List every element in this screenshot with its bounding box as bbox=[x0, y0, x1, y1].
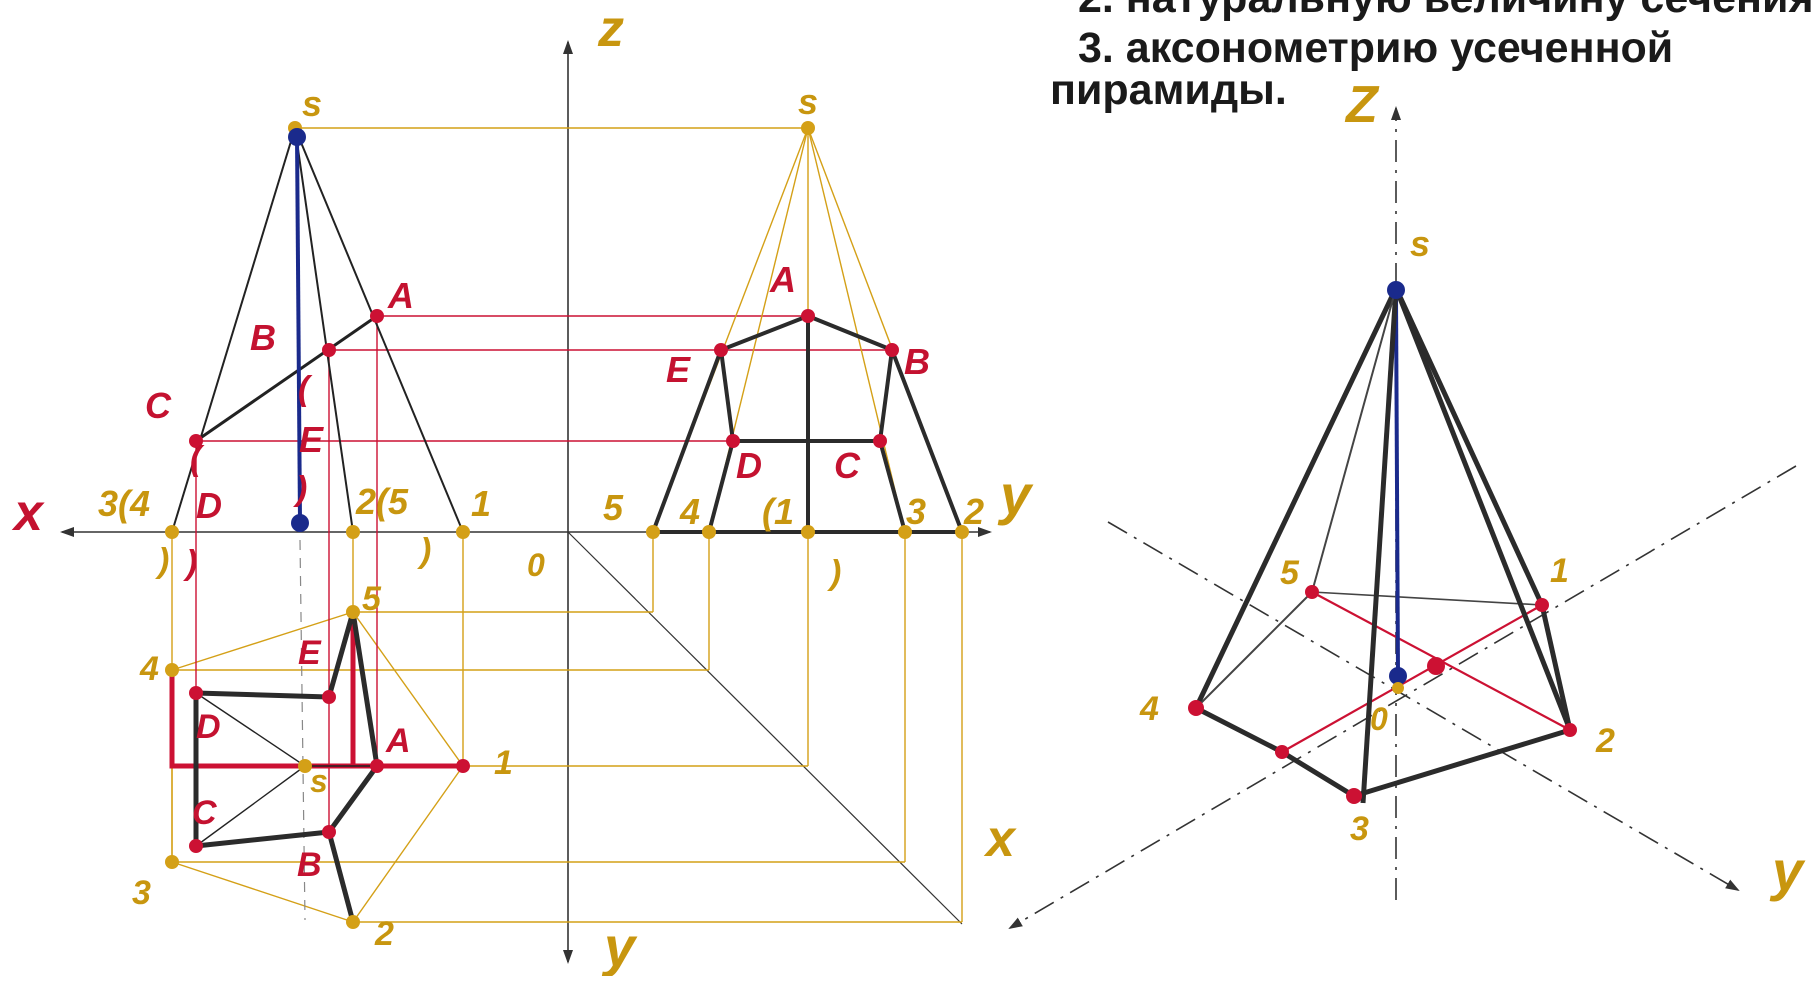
label-5-profile: 5 bbox=[603, 487, 624, 528]
constant-line bbox=[567, 531, 963, 925]
label-3-profile: 3 bbox=[906, 491, 926, 532]
task-line-4: пирамиды. bbox=[1050, 66, 1287, 114]
task-line-3: 3. аксонометрию усеченной bbox=[1078, 24, 1674, 72]
paren-f: ) bbox=[417, 532, 431, 570]
plan-view-labels: y 5 4 1 3 2 s E D A C B bbox=[132, 580, 638, 978]
label-A-profile: A bbox=[769, 259, 796, 300]
origin-label: 0 bbox=[527, 547, 545, 583]
label-E-profile: E bbox=[666, 349, 691, 390]
gold-projection-lines bbox=[171, 127, 963, 923]
profile-view-pyramid bbox=[651, 127, 964, 534]
label-E-front: E bbox=[299, 419, 324, 460]
point-A-front bbox=[370, 309, 384, 323]
axis-label-x: x bbox=[11, 484, 45, 542]
profile-view-labels: s A B E D C y 5 4 (1 3 2 ) 0 bbox=[527, 81, 1034, 592]
label-2-5: 2(5 bbox=[355, 481, 409, 522]
label-C-profile: C bbox=[834, 445, 861, 486]
point-s-front-base-blue bbox=[291, 514, 309, 532]
label-3-plan: 3 bbox=[132, 874, 151, 912]
point-s-front-blue bbox=[288, 128, 306, 146]
label-s-front: s bbox=[302, 83, 322, 124]
label-B-profile: B bbox=[904, 341, 930, 382]
points bbox=[165, 121, 1577, 929]
label-4-plan: 4 bbox=[139, 650, 159, 688]
paren-b: ) bbox=[293, 470, 307, 508]
point-B-front bbox=[322, 343, 336, 357]
axonometric-labels: Z s 5 1 4 0 2 3 x y bbox=[983, 76, 1806, 902]
front-view-labels: z x s A B C E D 3(4 2(5 1 ( ( ) ) ) ) bbox=[11, 0, 624, 582]
label-A-plan: A bbox=[385, 722, 411, 760]
axonometric-view bbox=[1008, 106, 1797, 930]
paren-d: ) bbox=[155, 542, 169, 580]
paren-c: ( bbox=[190, 440, 205, 478]
front-view-pyramid bbox=[171, 127, 464, 921]
label-4-profile: 4 bbox=[679, 491, 700, 532]
paren-profile: ) bbox=[827, 554, 841, 592]
axon-label-1: 1 bbox=[1550, 552, 1569, 590]
axis-label-y-right: y bbox=[997, 463, 1034, 526]
label-E-plan: E bbox=[298, 634, 322, 672]
axon-label-5: 5 bbox=[1280, 554, 1300, 592]
label-2-plan: 2 bbox=[374, 915, 394, 953]
label-D-profile: D bbox=[736, 445, 762, 486]
label-C-front: C bbox=[145, 385, 172, 426]
axon-label-y: y bbox=[1769, 839, 1806, 902]
point-C-front bbox=[189, 434, 203, 448]
label-D-plan: D bbox=[196, 708, 221, 746]
axon-label-s: s bbox=[1410, 223, 1430, 264]
label-2-profile: 2 bbox=[963, 491, 984, 532]
label-B-plan: B bbox=[297, 846, 322, 884]
label-5-plan: 5 bbox=[362, 580, 382, 618]
axon-label-4: 4 bbox=[1139, 690, 1159, 728]
label-B-front: B bbox=[250, 317, 276, 358]
label-3-4: 3(4 bbox=[98, 483, 150, 524]
paren-a: ( bbox=[298, 370, 313, 408]
axis-label-z: z bbox=[597, 0, 624, 58]
axis-label-y-down: y bbox=[601, 915, 638, 976]
axon-label-z: Z bbox=[1344, 76, 1380, 134]
label-D-front: D bbox=[196, 485, 222, 526]
paren-e: ) bbox=[183, 544, 197, 582]
axon-label-2: 2 bbox=[1595, 722, 1615, 760]
axon-label-x: x bbox=[983, 810, 1017, 868]
axon-label-3: 3 bbox=[1350, 810, 1369, 848]
label-s-plan: s bbox=[310, 763, 328, 799]
label-s-profile: s bbox=[798, 81, 818, 122]
label-1-plan: 1 bbox=[494, 744, 513, 782]
label-A-front: A bbox=[387, 275, 414, 316]
label-1-front: 1 bbox=[471, 483, 491, 524]
task-line-2: 2. натуральную величину сечения bbox=[1078, 0, 1812, 22]
axon-label-0: 0 bbox=[1370, 701, 1388, 737]
label-C-plan: C bbox=[192, 794, 217, 832]
label-1-profile: (1 bbox=[762, 491, 794, 532]
